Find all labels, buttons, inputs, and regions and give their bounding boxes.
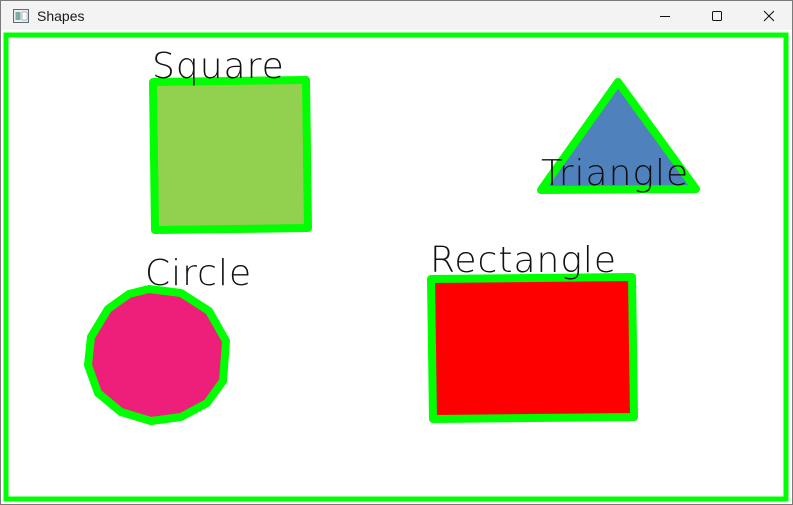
close-button[interactable]: [746, 1, 792, 30]
maximize-icon: [712, 10, 722, 21]
close-icon: [763, 10, 775, 21]
window-controls: [636, 1, 792, 30]
minimize-button[interactable]: [642, 1, 688, 30]
triangle-label: Triangle: [541, 153, 689, 194]
square-shape: [149, 76, 312, 234]
square-label: Square: [152, 46, 285, 87]
app-window-icon: [13, 8, 29, 23]
canvas-border: [3, 32, 789, 502]
rectangle-label: Rectangle: [430, 240, 617, 281]
rectangle-shape: [427, 273, 638, 423]
shapes-canvas: Square Triangle Circle Rectangle: [3, 32, 789, 502]
circle-label: Circle: [145, 253, 252, 294]
maximize-button[interactable]: [694, 1, 740, 30]
window-title: Shapes: [37, 7, 85, 24]
title-bar[interactable]: Shapes: [1, 1, 792, 30]
circle-shape: [84, 285, 230, 425]
triangle-shape: [537, 78, 700, 194]
minimize-icon: [660, 15, 670, 17]
